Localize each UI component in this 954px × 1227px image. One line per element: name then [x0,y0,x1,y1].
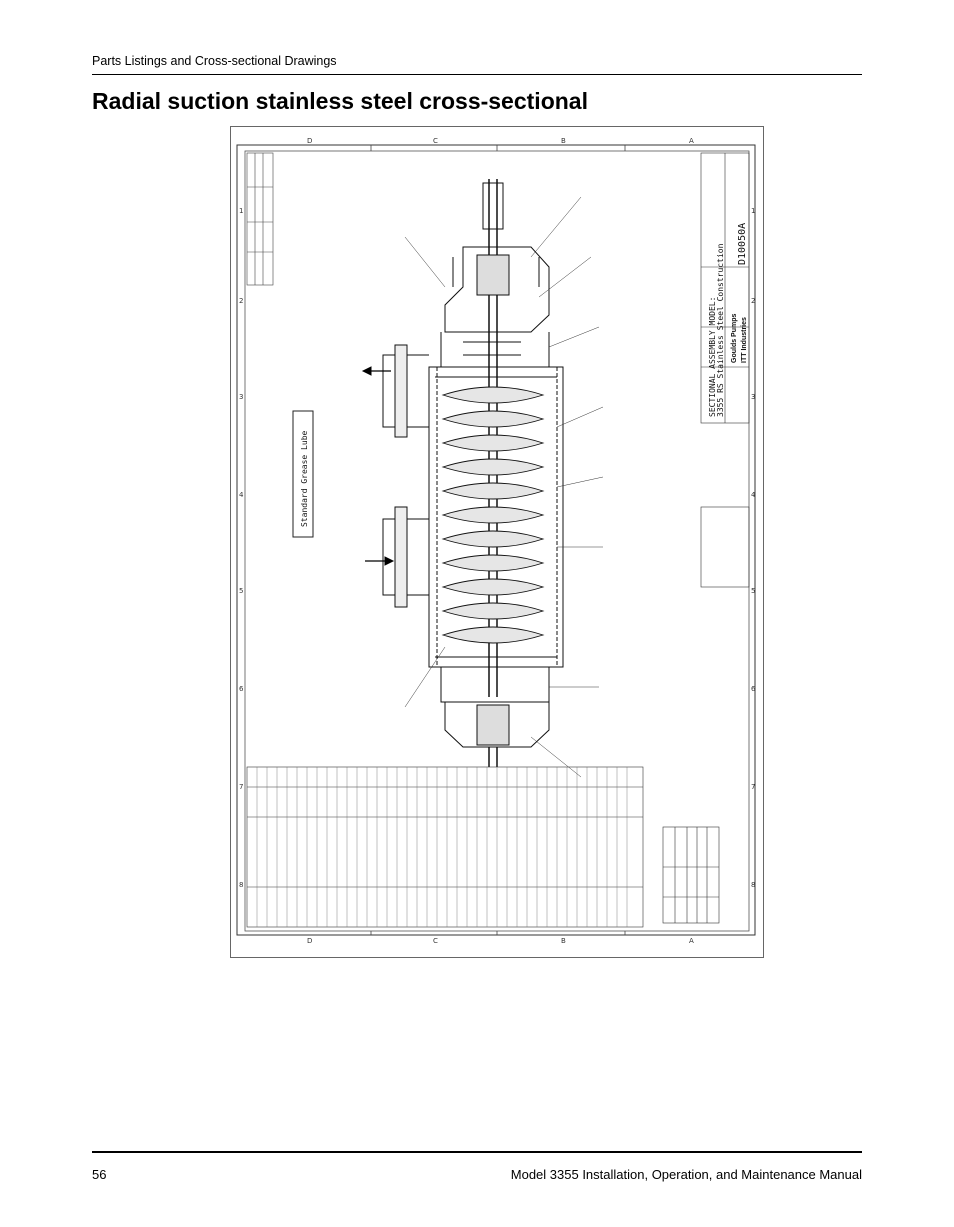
zone-number-right-5: 5 [751,587,755,595]
zone-number-right-3: 3 [751,393,755,401]
title-block-heading: SECTIONAL ASSEMBLY MODEL: [708,297,717,417]
company-logo-text: ITT Industries [741,317,748,363]
cross-section-drawing: D C B A D C B A 1 2 3 4 5 6 7 8 1 2 3 4 … [230,126,764,958]
running-header: Parts Listings and Cross-sectional Drawi… [92,54,337,68]
manual-title: Model 3355 Installation, Operation, and … [510,1167,862,1182]
zone-number-6: 6 [239,685,244,693]
zone-letter-top-4: A [689,137,694,145]
zone-letter-top-1: D [307,137,312,145]
zone-number-4: 4 [239,491,244,499]
revision-block [246,152,274,286]
zone-letter-top-3: B [561,137,566,145]
footer-rule [92,1151,862,1153]
parts-table [246,766,644,928]
page-title: Radial suction stainless steel cross-sec… [92,88,588,114]
leader-lines [404,196,604,778]
flow-arrows [361,366,395,566]
zone-number-7: 7 [239,783,243,791]
zone-letter-bottom-3: B [561,937,566,945]
header-rule [92,74,862,75]
zone-number-2: 2 [239,297,243,305]
zone-number-5: 5 [239,587,243,595]
zone-number-right-8: 8 [751,881,755,889]
zone-number-right-7: 7 [751,783,755,791]
title-block-model: 3355 RS Stainless Steel Construction [716,243,725,417]
zone-number-right-4: 4 [751,491,756,499]
drawing-number: D10050A [737,223,748,265]
zone-letter-top-2: C [433,137,438,145]
brand-logo-text: Goulds Pumps [731,314,738,364]
zone-number-8: 8 [239,881,243,889]
zone-letter-bottom-1: D [307,937,312,945]
zone-number-3: 3 [239,393,243,401]
zone-number-right-2: 2 [751,297,755,305]
page-number: 56 [92,1167,107,1182]
title-block [700,152,750,588]
zone-number-right-6: 6 [751,685,756,693]
zone-number-right-1: 1 [751,207,755,215]
stage-table [662,826,720,924]
zone-letter-bottom-4: A [689,937,694,945]
drawing-svg: D C B A D C B A 1 2 3 4 5 6 7 8 1 2 3 4 … [236,137,756,945]
impeller-stack [441,386,545,644]
zone-number-1: 1 [239,207,243,215]
zone-letter-bottom-2: C [433,937,438,945]
grease-lube-note: Standard Grease Lube [300,430,309,527]
